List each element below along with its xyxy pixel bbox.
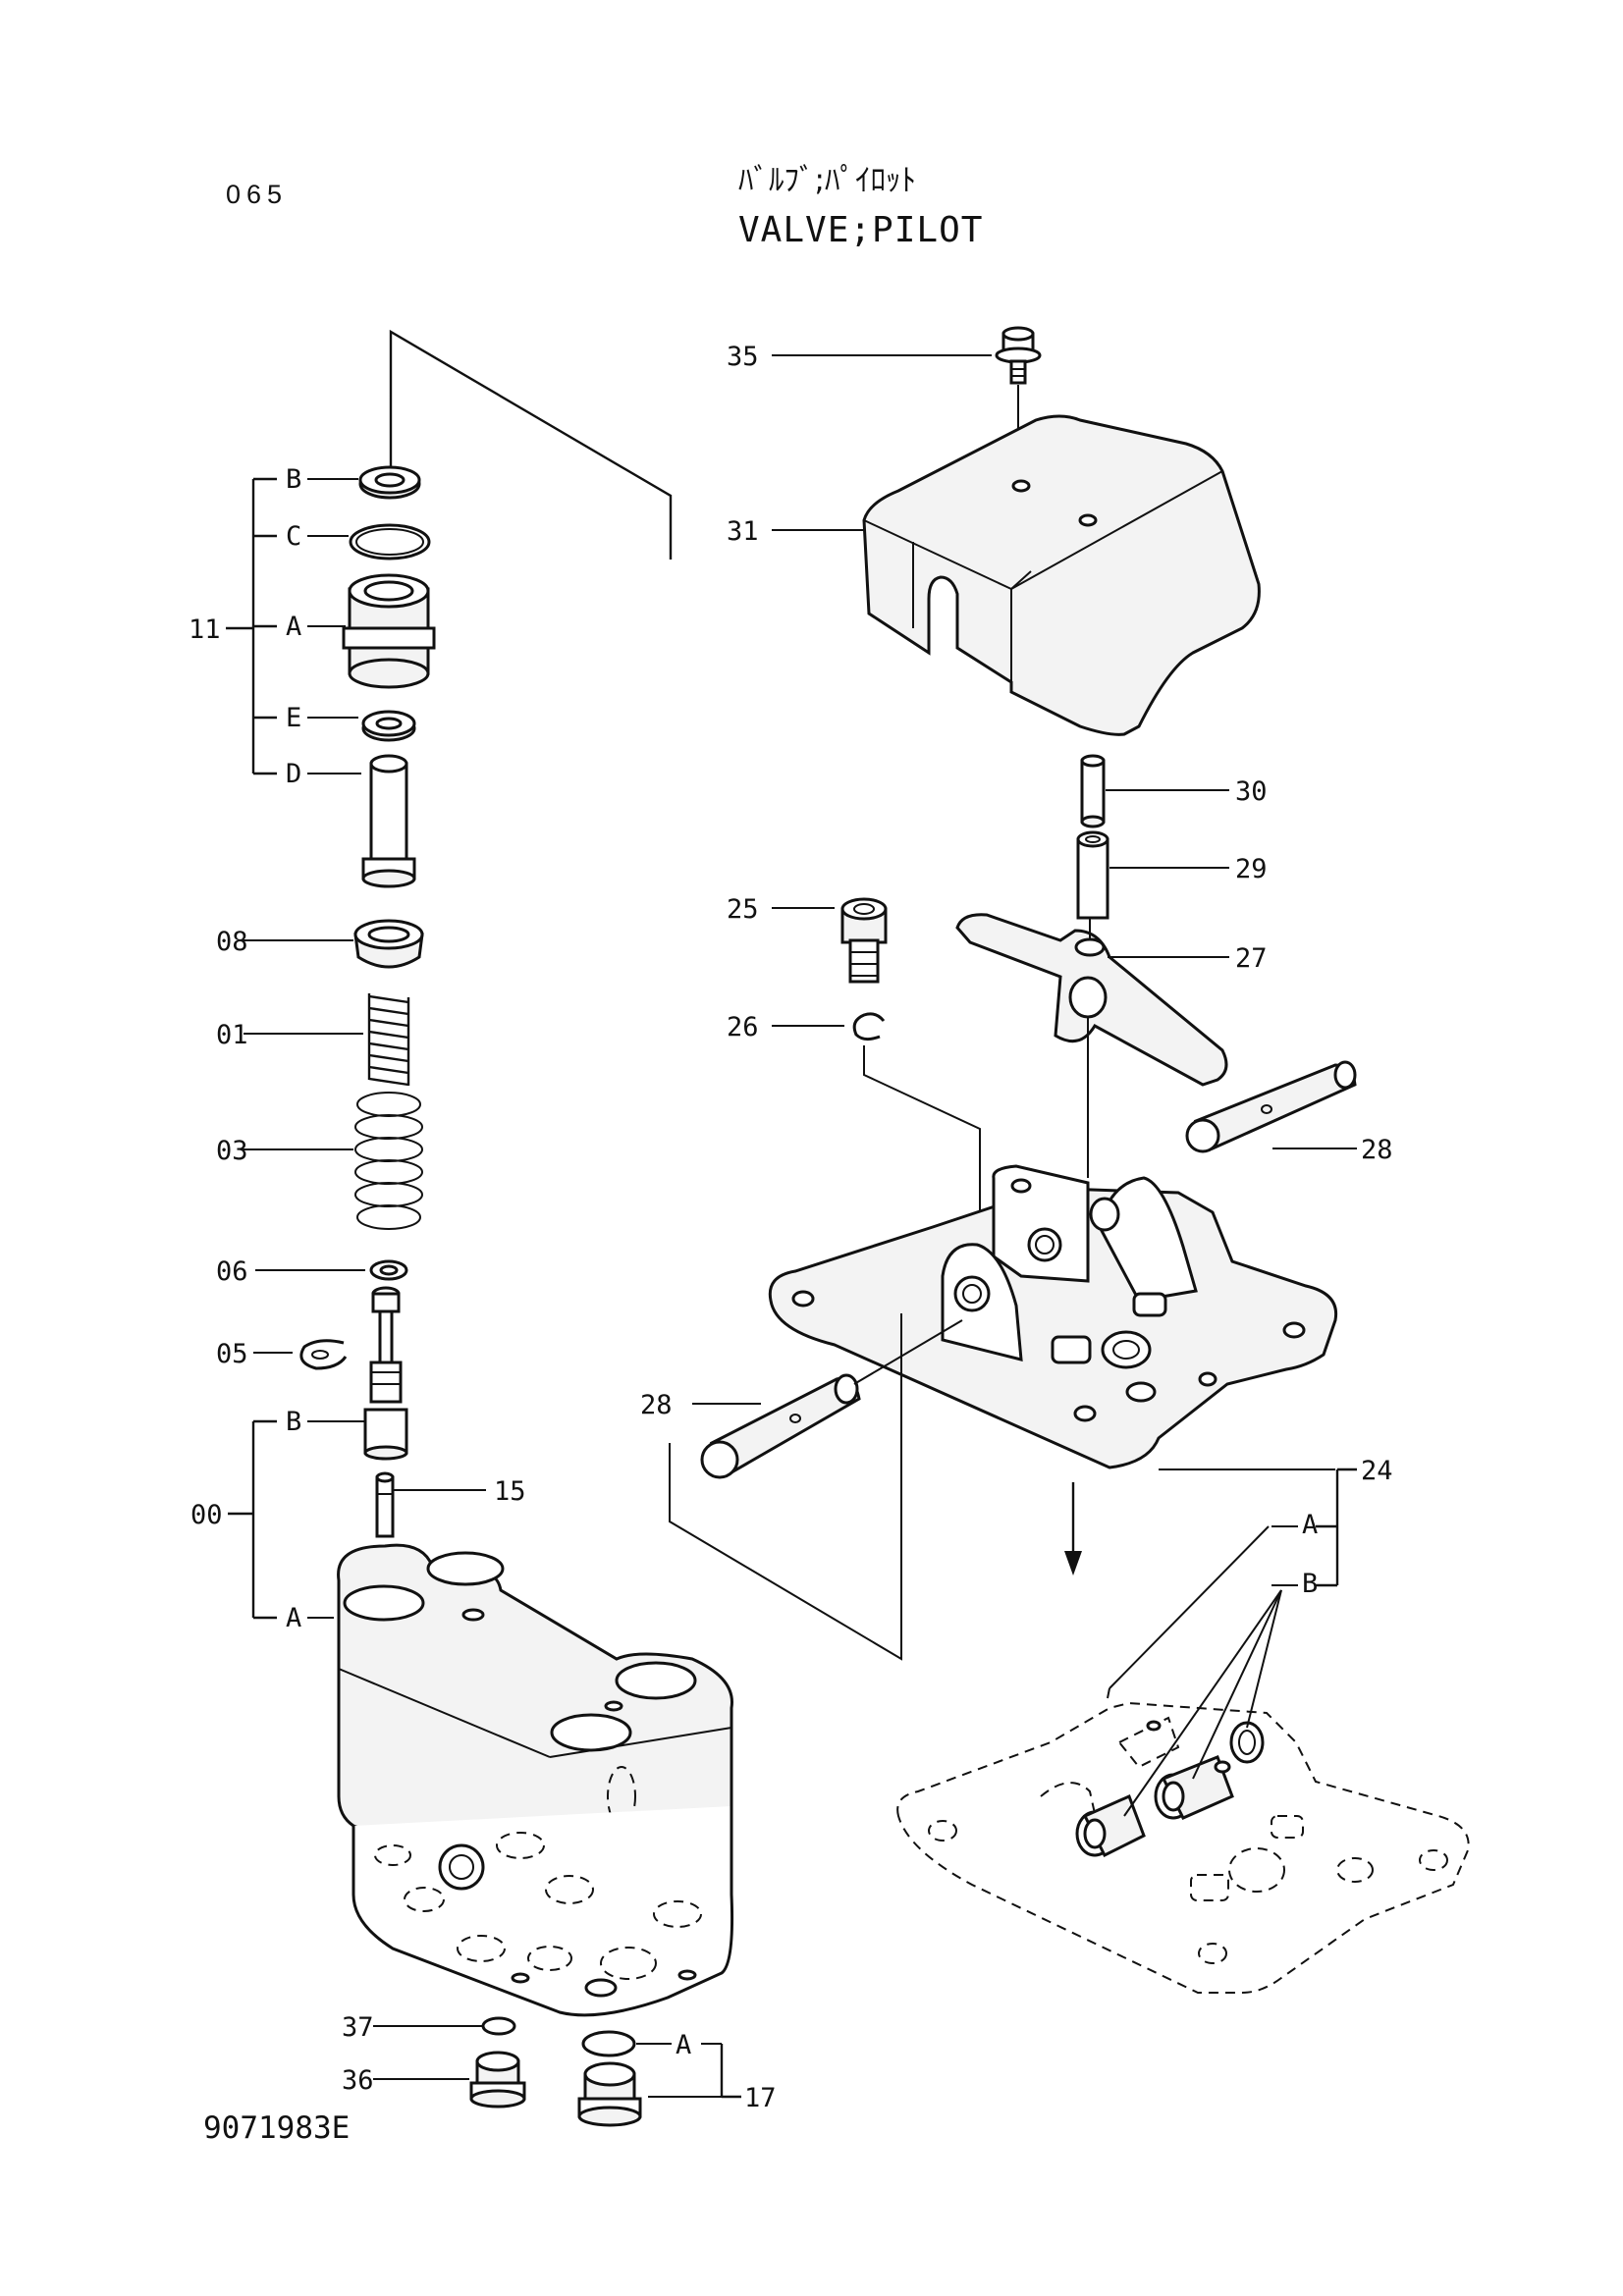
callout-28-upper: 28 xyxy=(1361,1135,1393,1165)
clip-part xyxy=(299,1339,348,1370)
callout-17-A: A xyxy=(676,2030,691,2060)
callout-11-D: D xyxy=(286,759,301,789)
bushing-part xyxy=(342,573,436,689)
callout-00-B: B xyxy=(286,1407,301,1437)
callout-24-A: A xyxy=(1302,1510,1318,1540)
page-number: 065 xyxy=(226,180,289,209)
callout-27: 27 xyxy=(1235,943,1268,974)
pin-part xyxy=(1185,1060,1357,1153)
callout-26: 26 xyxy=(727,1012,759,1042)
page-title: VALVE;PILOT xyxy=(738,210,984,250)
plug-part xyxy=(469,2051,526,2109)
callout-17: 17 xyxy=(744,2083,777,2113)
callout-30: 30 xyxy=(1235,776,1268,807)
callout-06: 06 xyxy=(216,1256,248,1287)
callout-11-B: B xyxy=(286,464,301,495)
callout-11-E: E xyxy=(286,703,301,733)
bushing-part xyxy=(1076,830,1109,920)
callout-36: 36 xyxy=(342,2065,374,2096)
o-ring-part xyxy=(481,2016,516,2036)
plate-part xyxy=(768,1164,1338,1469)
callout-35: 35 xyxy=(727,342,759,372)
snap-ring-part xyxy=(852,1012,886,1041)
o-ring-part xyxy=(581,2030,636,2057)
valve-casing-part xyxy=(337,1543,734,2017)
outer-spring-part xyxy=(354,1092,423,1230)
bolt-part xyxy=(995,326,1042,385)
callout-15: 15 xyxy=(494,1476,526,1507)
drawing-number: 9071983E xyxy=(203,2110,351,2146)
callout-25: 25 xyxy=(727,894,759,925)
assembled-detail-view xyxy=(896,1701,1470,1994)
lever-part xyxy=(955,913,1228,1087)
callout-11: 11 xyxy=(189,614,221,645)
callout-31: 31 xyxy=(727,516,759,547)
socket-bolt-part xyxy=(840,897,888,984)
callout-24: 24 xyxy=(1361,1456,1393,1486)
callout-11-C: C xyxy=(286,521,301,552)
callout-24-B: B xyxy=(1302,1569,1318,1599)
o-ring-part xyxy=(349,523,431,561)
callout-37: 37 xyxy=(342,2012,374,2043)
roller-part xyxy=(1080,754,1106,828)
title-japanese: ﾊﾞﾙﾌﾞ;ﾊﾟｲﾛｯﾄ xyxy=(738,163,916,198)
callout-11-A: A xyxy=(286,612,301,642)
callout-00-A: A xyxy=(286,1603,301,1633)
inner-spring-part xyxy=(367,993,410,1087)
callout-28-lower: 28 xyxy=(640,1390,673,1420)
callout-08: 08 xyxy=(216,927,248,957)
spring-seat-part xyxy=(353,919,424,969)
seal-part xyxy=(358,465,421,500)
callout-29: 29 xyxy=(1235,854,1268,884)
callout-00: 00 xyxy=(190,1500,223,1530)
spool-part xyxy=(363,1286,408,1461)
callout-03: 03 xyxy=(216,1136,248,1166)
pin-part xyxy=(375,1471,395,1538)
plug-part xyxy=(577,2061,642,2127)
seal-part xyxy=(361,710,416,742)
callout-05: 05 xyxy=(216,1339,248,1369)
washer-part xyxy=(369,1259,408,1281)
plunger-part xyxy=(361,754,416,888)
callout-01: 01 xyxy=(216,1020,248,1050)
cover-part xyxy=(862,414,1261,736)
pin-part xyxy=(700,1373,861,1479)
